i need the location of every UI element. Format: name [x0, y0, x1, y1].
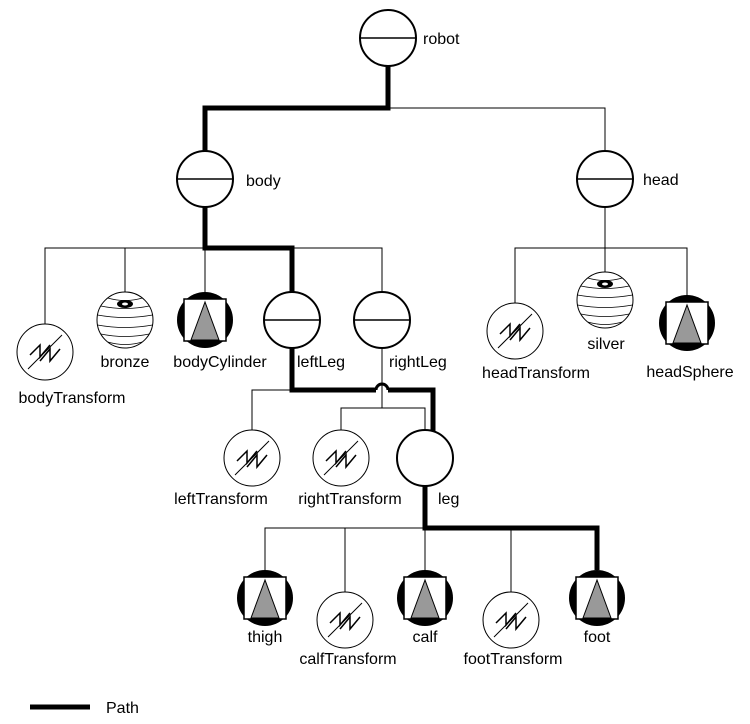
node-bodyCylinder: bodyCylinder — [173, 292, 267, 371]
transform-node-icon — [312, 429, 370, 487]
node-label-robot: robot — [423, 31, 460, 48]
transform-node-icon — [223, 429, 281, 487]
path-edge-leftLeg-leg-b — [388, 387, 436, 432]
transform-node-icon — [16, 323, 74, 381]
node-rightTransform: rightTransform — [298, 429, 402, 508]
node-footTransform: footTransform — [464, 591, 563, 668]
transform-node-icon — [482, 591, 540, 649]
path-edge-leg-foot — [422, 486, 600, 570]
group-node-icon — [353, 291, 411, 349]
edges-layer — [44, 66, 688, 592]
material-node-icon — [576, 271, 634, 329]
node-rightLeg: rightLeg — [353, 291, 447, 371]
group-node-icon — [263, 291, 321, 349]
shape-node-icon — [237, 570, 293, 626]
separator-node-icon — [396, 429, 454, 487]
shape-node-icon — [569, 570, 625, 626]
node-label-body: body — [246, 173, 281, 190]
node-label-thigh: thigh — [248, 629, 283, 646]
node-bodyTransform: bodyTransform — [16, 323, 126, 407]
group-node-icon — [359, 9, 417, 67]
edge-head-headSphere — [604, 207, 688, 295]
transform-node-icon — [486, 302, 544, 360]
node-body: body — [176, 150, 281, 208]
node-head: head — [576, 150, 679, 208]
path-legend-label: Path — [106, 700, 139, 717]
path-edge-hop — [374, 382, 390, 391]
material-node-icon — [96, 291, 154, 349]
node-label-rightTransform: rightTransform — [298, 491, 401, 508]
shape-node-icon — [659, 295, 715, 351]
node-label-head: head — [643, 172, 679, 189]
node-label-footTransform: footTransform — [464, 651, 563, 668]
node-headSphere: headSphere — [646, 295, 734, 381]
group-node-icon — [176, 150, 234, 208]
path-edge-body-leftLeg — [202, 207, 295, 292]
node-silver: silver — [576, 271, 634, 353]
node-label-calfTransform: calfTransform — [299, 651, 396, 668]
path-edge-robot-body — [202, 66, 391, 151]
node-label-bodyTransform: bodyTransform — [19, 390, 126, 407]
nodes-layer: robot body head bodyTransform bronze bodyCyli… — [16, 9, 734, 668]
node-thigh: thigh — [237, 570, 293, 646]
node-robot: robot — [359, 9, 460, 67]
node-leg: leg — [396, 429, 459, 508]
edge-body-bronze — [124, 207, 206, 292]
node-label-bronze: bronze — [101, 354, 150, 371]
edge-robot-head — [387, 66, 606, 151]
shape-node-icon — [177, 292, 233, 348]
node-label-bodyCylinder: bodyCylinder — [173, 354, 267, 371]
node-foot: foot — [569, 570, 625, 646]
node-label-rightLeg: rightLeg — [389, 354, 447, 371]
edge-rightLeg-leg — [381, 348, 426, 430]
node-calf: calf — [397, 570, 453, 646]
node-label-leftLeg: leftLeg — [297, 354, 345, 371]
node-calfTransform: calfTransform — [299, 591, 397, 668]
node-label-silver: silver — [587, 336, 625, 353]
path-edge-leftLeg-leg-a — [289, 348, 376, 393]
shape-node-icon — [397, 570, 453, 626]
group-node-icon — [576, 150, 634, 208]
node-label-leftTransform: leftTransform — [174, 491, 268, 508]
node-label-headSphere: headSphere — [646, 364, 733, 381]
node-label-headTransform: headTransform — [482, 365, 590, 382]
node-leftTransform: leftTransform — [174, 429, 281, 508]
node-label-foot: foot — [584, 629, 611, 646]
transform-node-icon — [316, 591, 374, 649]
legend: Path — [30, 700, 139, 717]
node-label-calf: calf — [413, 629, 438, 646]
node-label-leg: leg — [438, 491, 459, 508]
node-bronze: bronze — [96, 291, 154, 371]
node-headTransform: headTransform — [482, 302, 590, 382]
node-leftLeg: leftLeg — [263, 291, 345, 371]
